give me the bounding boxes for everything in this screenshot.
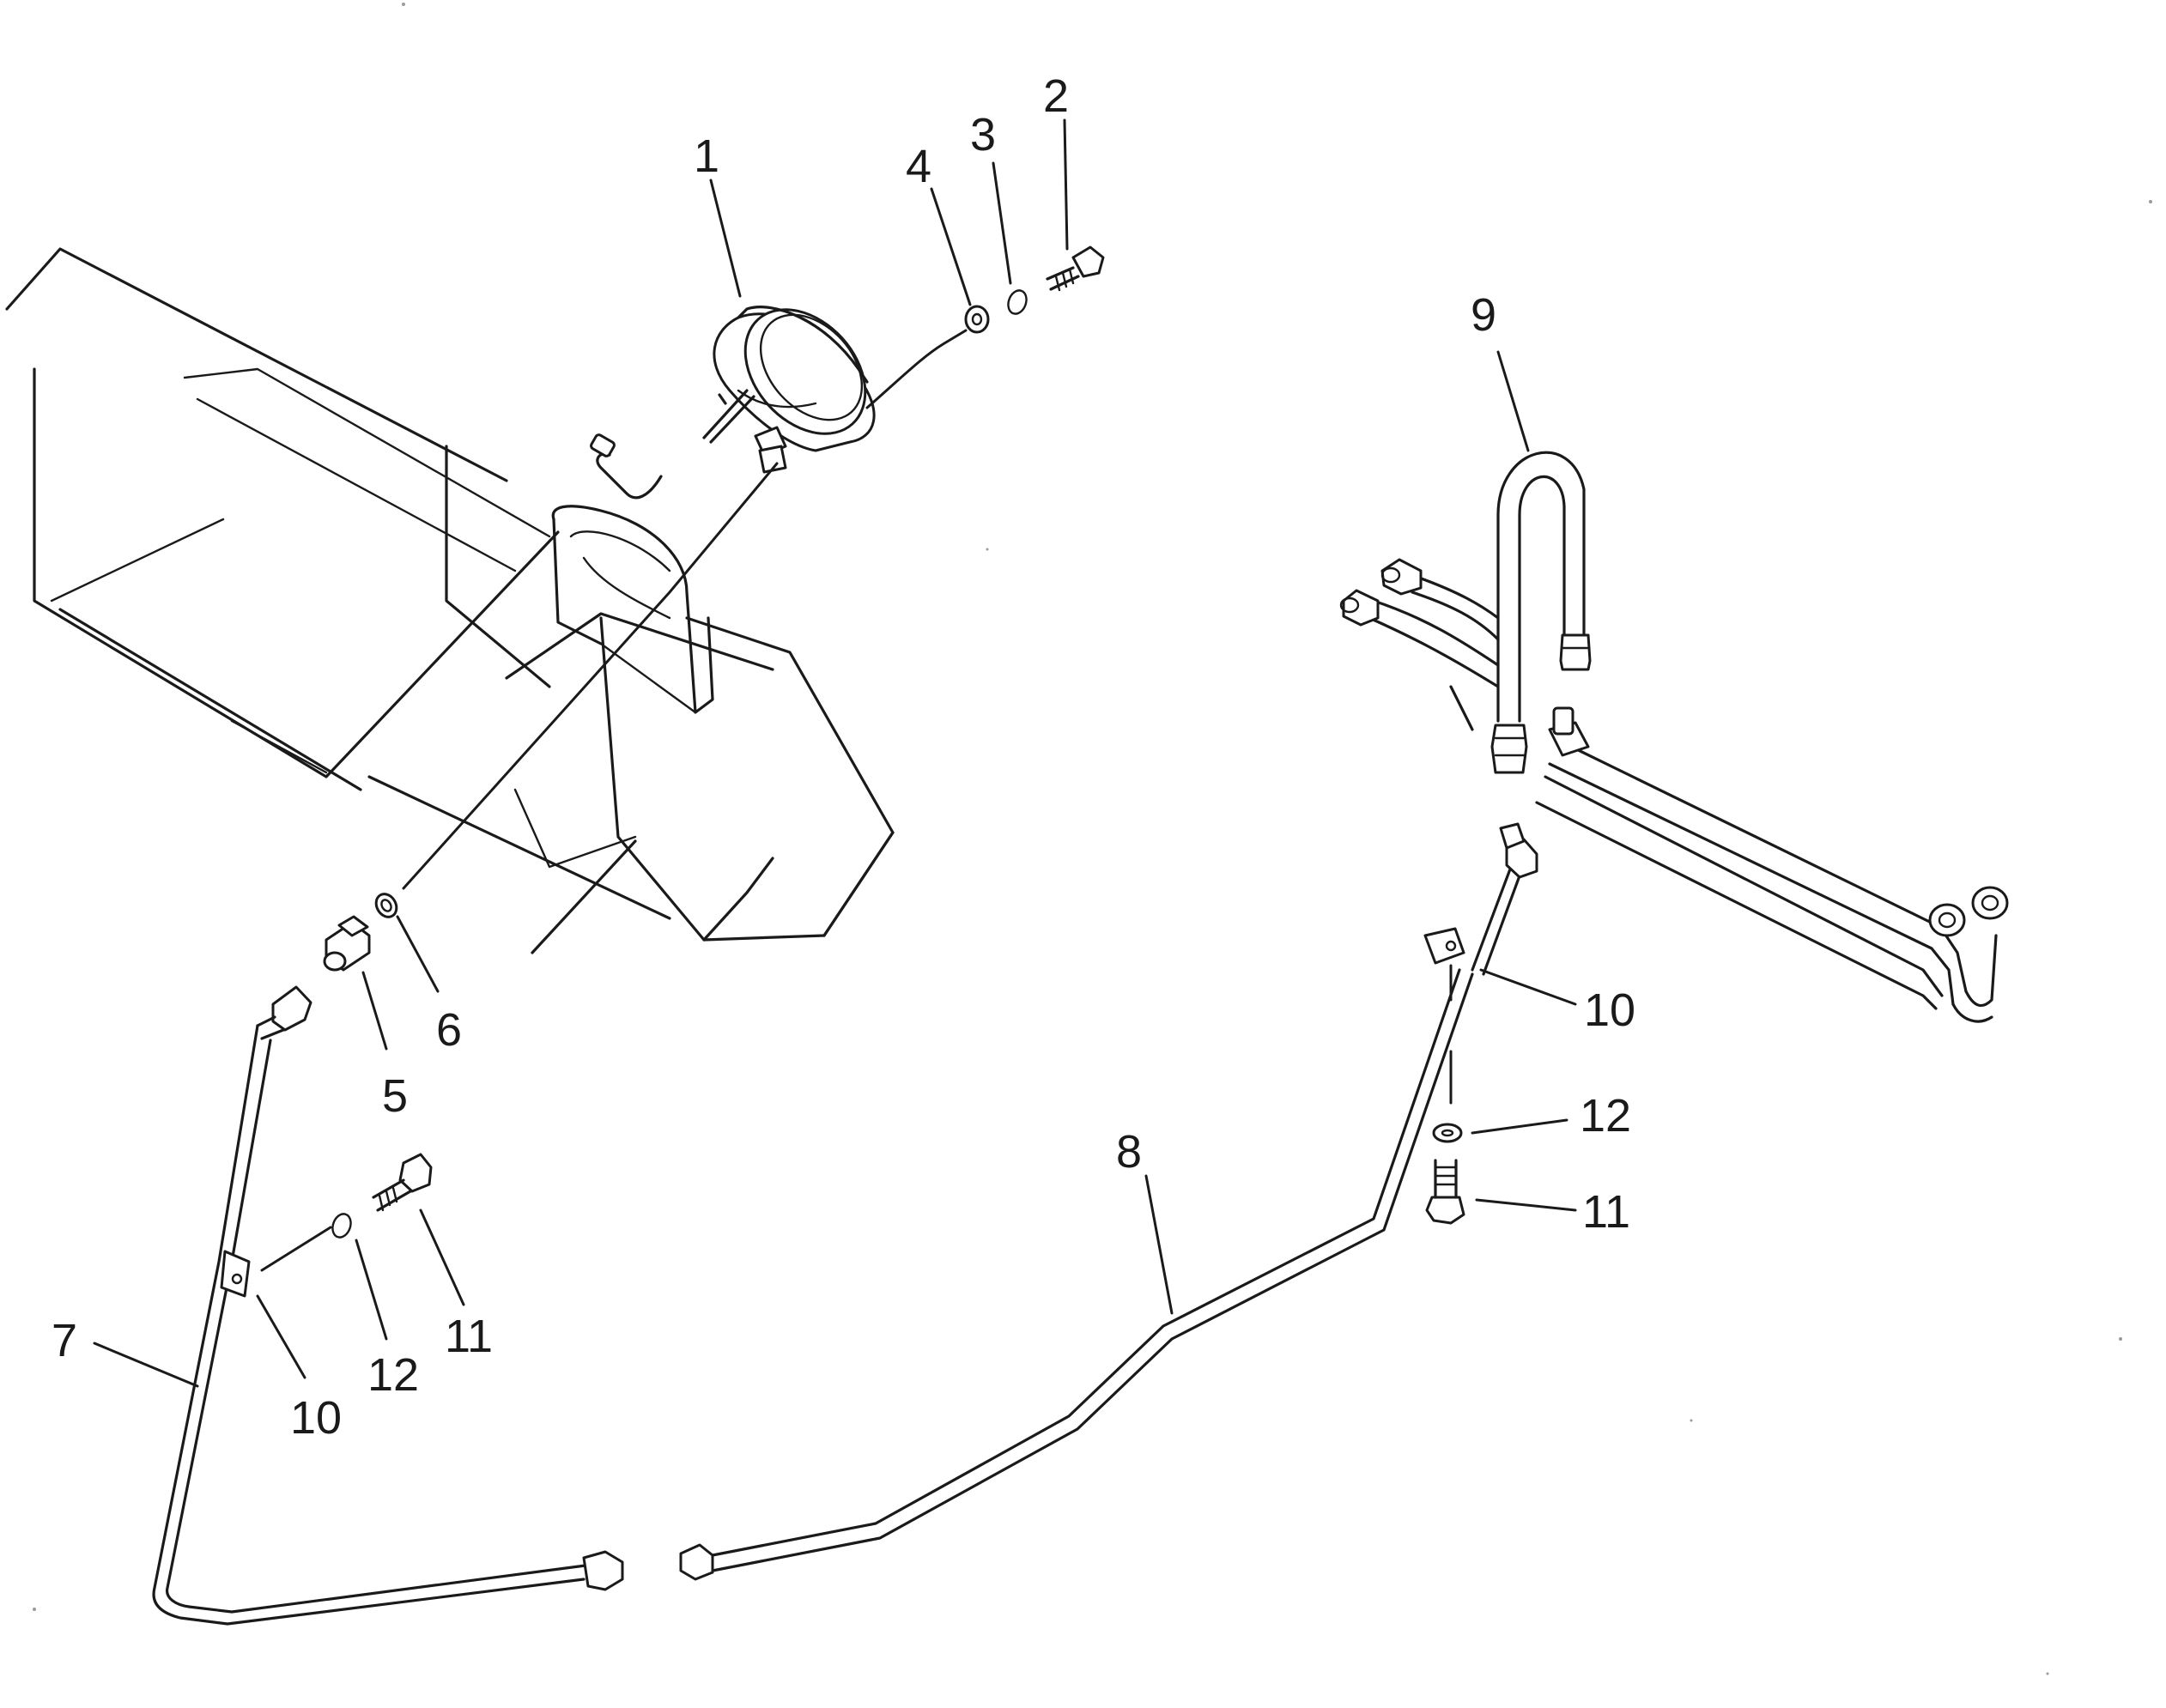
fitting-part-5 [323,915,371,972]
tube-part-8 [679,822,1538,1581]
callout-6: 6 [436,1004,462,1056]
callout-5: 5 [382,1070,408,1122]
callout-3: 3 [970,109,996,161]
lock-washer-part-3 [1007,289,1028,315]
gauge-bracket [551,505,714,714]
leader-7 [93,1342,199,1388]
leader-10-right [1479,968,1577,1006]
callout-9: 9 [1471,289,1496,341]
callout-12-left: 12 [367,1349,419,1401]
assembly-line-gauge-screw [865,329,968,409]
leader-lines [93,118,1577,1388]
leader-1 [709,179,742,298]
tube-part-7 [152,985,624,1626]
callout-2: 2 [1043,70,1069,122]
callout-10-left: 10 [290,1392,342,1444]
leader-5 [361,971,388,1051]
leader-9 [1496,350,1530,452]
callout-7: 7 [52,1315,77,1366]
screw-part-2 [1046,245,1105,292]
washer-part-12-right [1432,1123,1463,1143]
leader-8 [1144,1174,1174,1315]
bolt-part-11-left [372,1153,433,1212]
leader-11-left [419,1208,465,1306]
callout-numbers: 1 2 3 4 5 6 7 8 9 10 10 11 11 12 12 [52,70,1635,1444]
dashboard-panel [5,247,895,954]
hose-assembly-part-9 [1339,451,2009,1023]
bolt-part-11-right [1425,1159,1465,1225]
assembly-line-clamp-left [260,1226,332,1272]
leader-3 [992,161,1012,285]
leader-6 [396,915,440,993]
callout-1: 1 [694,130,719,182]
callout-4: 4 [906,141,931,192]
leader-4 [930,187,972,306]
leader-11-right [1475,1198,1577,1212]
gauge-part-1 [590,306,876,500]
washer-part-12-left [331,1213,352,1239]
washer-part-4 [964,305,990,334]
callout-11-right: 11 [1582,1186,1630,1238]
leader-12-right [1471,1118,1568,1135]
leader-2 [1063,118,1069,251]
o-ring-part-6 [374,893,398,918]
assembly-line-gauge-fitting [402,462,779,890]
scan-noise [33,3,2152,1675]
callout-11-left: 11 [445,1311,493,1362]
leader-10-left [256,1294,306,1379]
callout-8: 8 [1116,1126,1142,1178]
callout-12-right: 12 [1580,1090,1631,1142]
callout-10-right: 10 [1584,984,1635,1036]
leader-12-left [355,1239,388,1341]
